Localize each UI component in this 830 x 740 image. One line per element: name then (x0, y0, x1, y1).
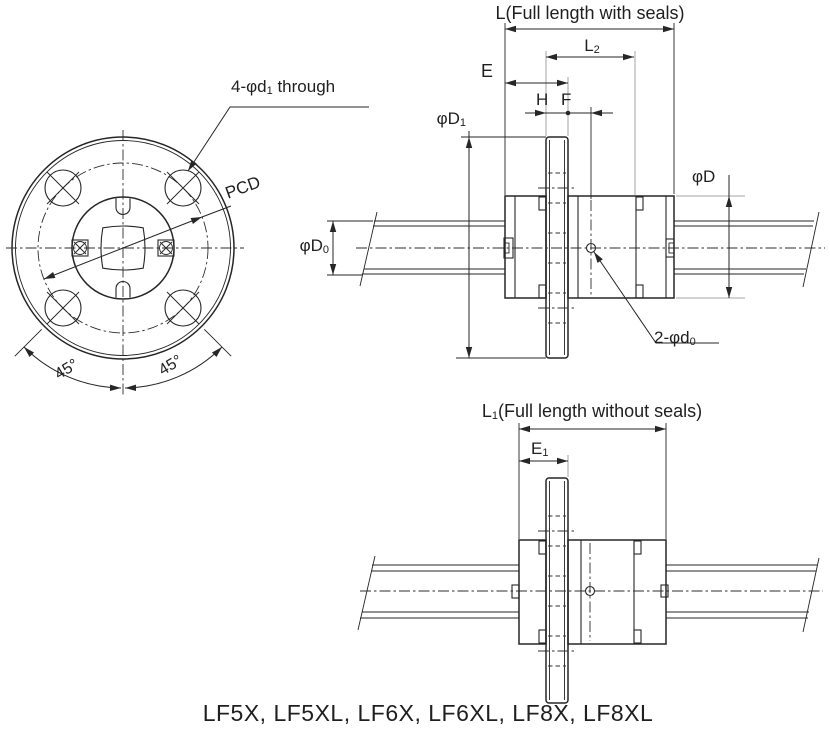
nut-body (567, 195, 675, 299)
left-end-tab (511, 584, 520, 599)
dim-label-e1: E1 (531, 439, 549, 459)
dim-label-l2: L2 (584, 36, 600, 56)
shaft-break-line (359, 211, 378, 287)
seal-groove-notch (538, 629, 547, 644)
seal-groove-notch (538, 284, 547, 299)
flange-side (538, 477, 576, 704)
dim-label-body-diameter: φD (692, 167, 716, 186)
nut-body (567, 539, 667, 645)
seal-groove-notch (538, 196, 547, 211)
shaft-break-line (357, 555, 376, 631)
left-end-section (518, 539, 547, 645)
seal-groove-notch (633, 629, 642, 644)
seal-groove-notch (633, 540, 642, 555)
side-view-with-seals (327, 23, 825, 359)
angle-dimension (14, 328, 232, 392)
callout-bolt-holes: 4-φd1 through (231, 77, 336, 97)
dim-label-flange-diameter: φD1 (436, 109, 466, 129)
dim-label-shaft-diameter: φD0 (299, 236, 329, 256)
seal-groove-notch (635, 196, 644, 211)
model-numbers-caption: LF5X, LF5XL, LF6X, LF6XL, LF8X, LF8XL (202, 700, 654, 726)
side-view-without-seals (357, 423, 823, 704)
dimensions-bottom-view (518, 423, 667, 539)
seal-groove-notch (538, 540, 547, 555)
screw-shaft-right (674, 211, 820, 288)
screw-shaft-left (359, 211, 505, 287)
seal-groove-notch (635, 284, 644, 299)
dim-label-full-length-without-seals: L1(Full length without seals) (481, 401, 703, 422)
grease-hole-leader (593, 251, 719, 344)
screw-shaft-left (357, 555, 519, 631)
dim-label-full-length-with-seals: L(Full length with seals) (495, 3, 685, 23)
bolt-holes (44, 169, 202, 327)
dim-label-h: H (536, 90, 549, 109)
dimensions-top-view (327, 23, 745, 359)
bolt-hole-leader (187, 106, 369, 172)
dim-label-f: F (561, 90, 572, 109)
callout-grease-holes: 2-φd0 (654, 328, 696, 348)
pcd-dimension (43, 205, 232, 280)
shaft-break-line (802, 211, 820, 288)
flange-side (538, 136, 576, 359)
dim-label-e: E (481, 61, 494, 81)
left-seal-retainer (504, 195, 547, 299)
shaft-break-line (802, 557, 820, 633)
screw-shaft-right (666, 557, 820, 633)
front-view (6, 106, 369, 396)
